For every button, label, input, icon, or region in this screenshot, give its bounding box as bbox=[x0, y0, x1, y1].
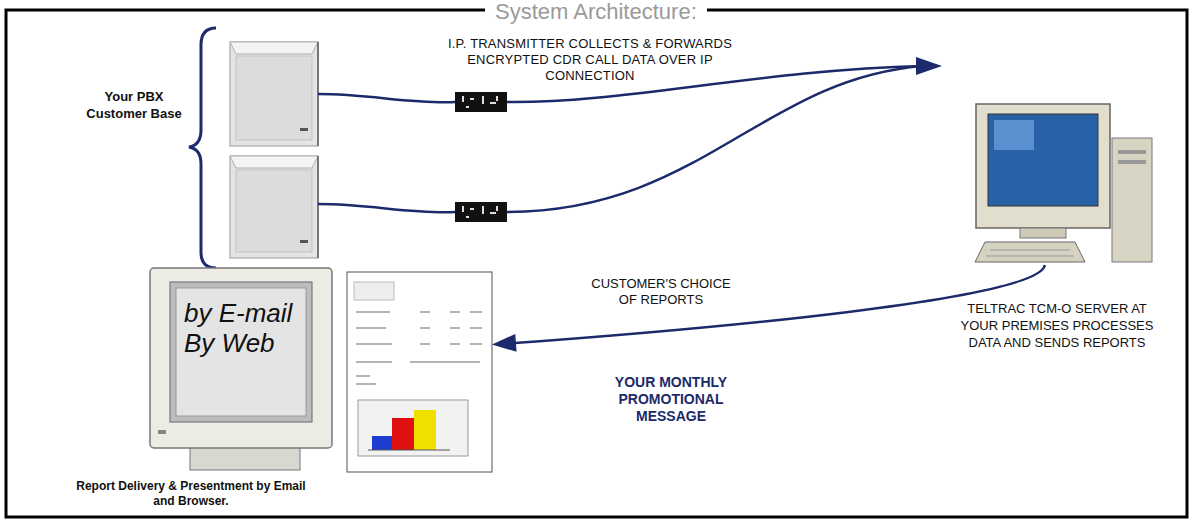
group-label: Your PBX Customer Base bbox=[78, 88, 190, 122]
ip-transmitter bbox=[455, 202, 507, 222]
client-node: by E-mail By WebReport Delivery & Presen… bbox=[150, 268, 492, 475]
screen-text: by E-mail By Web bbox=[184, 298, 304, 358]
server-node: TELTRAC TCM-O SERVER AT YOUR PREMISES PR… bbox=[965, 100, 1155, 265]
brace bbox=[189, 28, 216, 268]
promo-note: YOUR MONTHLY PROMOTIONAL MESSAGE bbox=[596, 374, 746, 425]
ip-transmitter bbox=[455, 92, 507, 112]
data-wire bbox=[318, 66, 922, 212]
outer-frame bbox=[6, 10, 1187, 517]
diagram-title: System Architecture: bbox=[485, 0, 707, 24]
client-caption: Report Delivery & Presentment by Email a… bbox=[66, 479, 316, 509]
arrowhead bbox=[492, 334, 517, 352]
return-connector bbox=[492, 265, 1045, 352]
server-caption: TELTRAC TCM-O SERVER AT YOUR PREMISES PR… bbox=[959, 300, 1155, 351]
pbx-unit bbox=[230, 156, 318, 258]
client-monitor bbox=[150, 268, 332, 470]
report-note: CUSTOMER'S CHOICE OF REPORTS bbox=[586, 276, 736, 308]
report-page bbox=[347, 272, 492, 472]
arrowhead bbox=[916, 57, 942, 75]
transmitter-note: I.P. TRANSMITTER COLLECTS & FORWARDS ENC… bbox=[430, 36, 750, 84]
server-computer bbox=[975, 104, 1152, 262]
pbx-unit bbox=[230, 42, 318, 146]
